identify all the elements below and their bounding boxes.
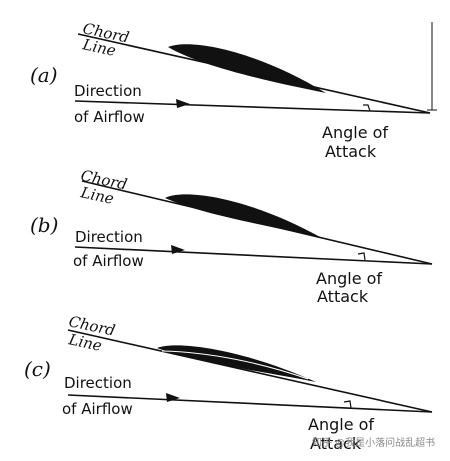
panel-c-airfoil-highlight [161, 350, 309, 380]
watermark-text: 知乎 @我是小落问战乱超书 [312, 436, 435, 449]
panel-b: (b) Chord Line Direction of Airflow Angl… [30, 166, 433, 306]
panel-c-airflow-label-2: of Airflow [62, 400, 133, 418]
panel-c-angle-marker [343, 400, 352, 409]
panel-a-angle-marker [363, 104, 371, 112]
panel-c-airfoil [157, 345, 316, 382]
panel-c-chord-line [67, 329, 433, 413]
panel-b-airflow-label-2: of Airflow [73, 252, 144, 270]
panel-b-angle-marker [357, 252, 366, 261]
panel-c-airflow-line [67, 394, 433, 413]
panel-b-angle-label-1: Angle of [316, 269, 382, 288]
panel-c-angle-label-1: Angle of [308, 415, 374, 434]
panel-a-tag: (a) [30, 63, 58, 87]
panel-b-airflow-label-1: Direction [75, 228, 143, 246]
panel-b-airfoil [165, 194, 322, 238]
panel-c: (c) Chord Line Direction of Airflow Angl… [24, 312, 433, 453]
panel-c-angle-label-2: Attack [310, 434, 362, 453]
panel-c-airflow-label-1: Direction [64, 374, 132, 392]
panel-a-angle-label-1: Angle of [322, 123, 388, 142]
panel-a-airflow-label-2: of Airflow [74, 108, 145, 126]
panel-b-airflow-arrowhead [171, 245, 185, 254]
panel-b-tag: (b) [30, 213, 58, 237]
panel-b-airflow-line [74, 246, 433, 265]
panel-a: (a) Chord Line Direction of Airflow Angl… [30, 19, 437, 161]
panel-b-angle-label-2: Attack [317, 287, 369, 306]
panel-a-airflow-label-1: Direction [74, 82, 142, 100]
panel-a-angle-label-2: Attack [325, 142, 377, 161]
panel-a-airfoil [168, 44, 326, 93]
panel-a-airflow-line [74, 100, 431, 114]
panel-c-tag: (c) [24, 357, 51, 381]
panel-c-airflow-arrowhead [166, 393, 180, 402]
panel-a-airflow-arrowhead [176, 99, 190, 108]
